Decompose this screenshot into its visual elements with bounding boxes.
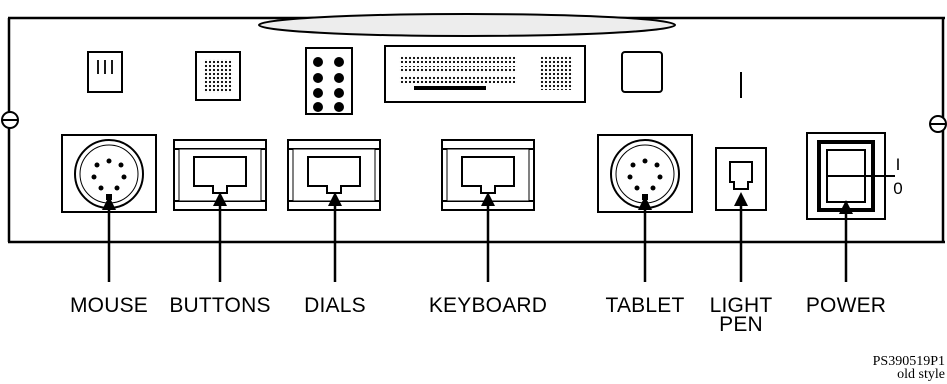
buttons-arrow-icon [213,192,227,282]
power-on-mark: I [896,155,901,174]
keyboard-arrow-icon [481,192,495,282]
power-switch[interactable] [806,132,895,220]
mouse-label: MOUSE [69,294,148,317]
reference-code: PS390519P1 [872,354,945,369]
light-pen-arrow-icon [734,192,748,282]
tablet-device-icon [621,51,663,93]
light-pen-label-line2: PEN [719,313,763,336]
keyboard-device-icon [384,45,586,103]
button-box-device-icon [195,51,241,101]
light-pen-label-line1: LIGHT [709,294,773,317]
power-label: POWER [805,294,887,317]
dials-port[interactable] [287,139,381,211]
left-screw-icon [1,111,19,129]
mouse-device-icon [87,51,123,93]
right-screw-icon [929,115,947,133]
top-slot [258,13,676,37]
buttons-label: BUTTONS [169,294,271,317]
tablet-arrow-icon [638,196,652,282]
tablet-port[interactable] [597,134,693,213]
mouse-arrow-icon [102,196,116,282]
dials-arrow-icon [328,192,342,282]
tablet-label: TABLET [605,294,685,317]
reference-style: old style [897,367,945,382]
power-off-mark: 0 [893,179,902,198]
mouse-port[interactable] [61,134,157,213]
keyboard-label: KEYBOARD [428,294,548,317]
power-arrow-icon [839,200,853,282]
dials-device-icon [305,47,353,115]
light-pen-port[interactable] [715,147,767,211]
dials-label: DIALS [304,294,366,317]
